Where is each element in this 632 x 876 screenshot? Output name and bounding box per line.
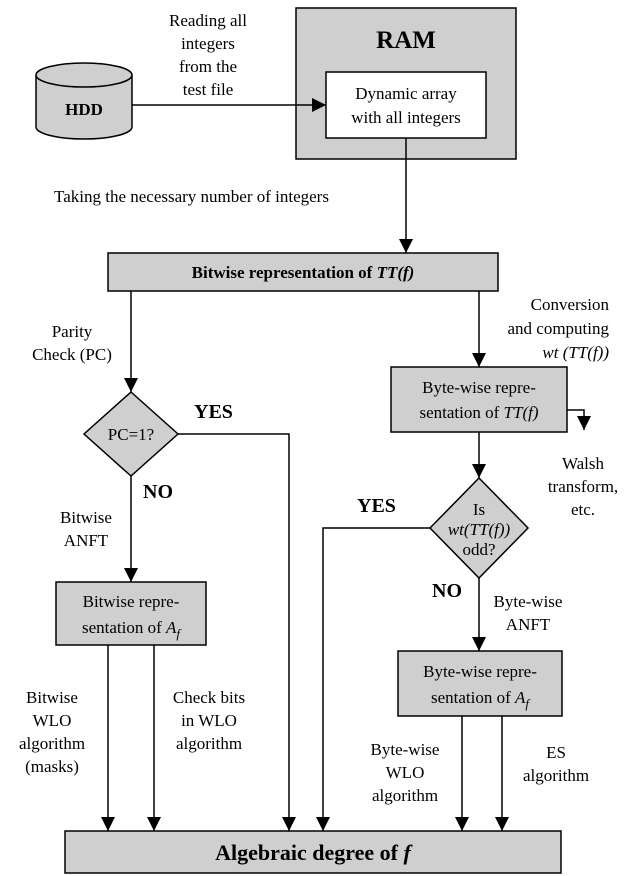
label-yes-left: YES bbox=[194, 401, 233, 423]
dynamic-array-line1: Dynamic array bbox=[355, 84, 457, 103]
is-odd-line1: Is bbox=[473, 500, 485, 519]
hdd-label: HDD bbox=[65, 100, 103, 119]
bitwise-af-line2-sub: f bbox=[176, 626, 182, 641]
bytewise-tt-line2-math: TT(f) bbox=[504, 403, 539, 422]
hdd-top bbox=[35, 62, 133, 88]
label-no-left: NO bbox=[143, 481, 173, 503]
arrow-is-odd-yes bbox=[316, 527, 430, 831]
bytewise-af-line1: Byte-wise repre- bbox=[423, 662, 537, 681]
bitwise-tt-box: Bitwise representation of TT(f) bbox=[107, 252, 499, 292]
bytewise-af-line2: sentation of Af bbox=[431, 688, 531, 711]
hdd-body bbox=[35, 75, 133, 140]
algebraic-degree-math: f bbox=[404, 840, 414, 865]
bitwise-tt-math: TT(f) bbox=[377, 263, 415, 282]
bytewise-tt-line2: sentation of TT(f) bbox=[419, 403, 538, 422]
label-es-algorithm: ES algorithm bbox=[523, 743, 589, 785]
bytewise-af-line2-prefix: sentation of bbox=[431, 688, 515, 707]
label-bitwise-anft: Bitwise ANFT bbox=[60, 508, 112, 550]
label-reading-line3: from the bbox=[179, 57, 237, 76]
bytewise-tt-rect bbox=[390, 366, 568, 433]
is-odd-line3: odd? bbox=[462, 540, 495, 559]
label-taking: Taking the necessary number of integers bbox=[54, 187, 329, 206]
bytewise-af-line2-math: A bbox=[514, 688, 526, 707]
label-check-bits: Check bits in WLO algorithm bbox=[173, 688, 245, 753]
bitwise-af-rect bbox=[55, 581, 207, 646]
label-walsh: Walsh transform, etc. bbox=[548, 454, 618, 519]
label-bytewise-anft-line1: Byte-wise bbox=[494, 592, 563, 611]
label-conversion-line2: and computing bbox=[507, 319, 609, 338]
label-bitwise-wlo-line1: Bitwise bbox=[26, 688, 78, 707]
bitwise-af-line2: sentation of Af bbox=[82, 618, 182, 641]
dynamic-array-line2: with all integers bbox=[351, 108, 461, 127]
bitwise-tt-label: Bitwise representation of TT(f) bbox=[192, 263, 415, 282]
ram-title: RAM bbox=[376, 27, 436, 54]
label-es-line2: algorithm bbox=[523, 766, 589, 785]
label-walsh-line1: Walsh bbox=[562, 454, 605, 473]
bitwise-tt-rect bbox=[107, 252, 499, 292]
label-reading-line1: Reading all bbox=[169, 11, 247, 30]
label-reading: Reading all integers from the test file bbox=[169, 11, 247, 99]
label-bytewise-anft-line2: ANFT bbox=[506, 615, 551, 634]
algebraic-degree-rect bbox=[64, 830, 562, 874]
label-parity-line2: Check (PC) bbox=[32, 345, 112, 364]
label-check-bits-line1: Check bits bbox=[173, 688, 245, 707]
bytewise-af-line2-sub: f bbox=[525, 696, 531, 711]
bitwise-af-line2-prefix: sentation of bbox=[82, 618, 166, 637]
label-bytewise-wlo: Byte-wise WLO algorithm bbox=[371, 740, 440, 805]
label-parity-check: Parity Check (PC) bbox=[32, 322, 112, 364]
label-parity-line1: Parity bbox=[52, 322, 93, 341]
label-conversion-line1: Conversion bbox=[531, 295, 610, 314]
label-reading-line2: integers bbox=[181, 34, 235, 53]
algebraic-degree-prefix: Algebraic degree of bbox=[215, 840, 403, 865]
label-bitwise-wlo-line4: (masks) bbox=[25, 757, 79, 776]
is-odd-line2: wt(TT(f)) bbox=[448, 520, 511, 539]
dynamic-array-rect bbox=[325, 71, 487, 139]
label-bytewise-wlo-line3: algorithm bbox=[372, 786, 438, 805]
label-conversion-line3: wt (TT(f)) bbox=[542, 343, 609, 362]
algebraic-degree-label: Algebraic degree of f bbox=[215, 840, 413, 865]
label-es-line1: ES bbox=[546, 743, 566, 762]
label-bitwise-anft-line1: Bitwise bbox=[60, 508, 112, 527]
pc-decision-diamond: PC=1? bbox=[82, 390, 180, 478]
bytewise-tt-box: Byte-wise repre- sentation of TT(f) bbox=[390, 366, 568, 433]
bitwise-af-line1: Bitwise repre- bbox=[83, 592, 180, 611]
bytewise-af-rect bbox=[397, 650, 563, 717]
arrow-pc-yes bbox=[178, 433, 296, 831]
label-walsh-line2: transform, bbox=[548, 477, 618, 496]
label-bytewise-anft: Byte-wise ANFT bbox=[494, 592, 563, 634]
label-bitwise-wlo: Bitwise WLO algorithm (masks) bbox=[19, 688, 85, 776]
is-odd-decision-diamond: Is wt(TT(f)) odd? bbox=[428, 476, 530, 580]
label-bytewise-wlo-line2: WLO bbox=[386, 763, 425, 782]
label-reading-line4: test file bbox=[183, 80, 234, 99]
arrow-bytewise-tt-to-walsh bbox=[567, 409, 591, 430]
label-conversion: Conversion and computing wt (TT(f)) bbox=[507, 295, 609, 362]
hdd-cylinder: HDD bbox=[35, 62, 133, 140]
dynamic-array-box: Dynamic array with all integers bbox=[325, 71, 487, 139]
label-walsh-line3: etc. bbox=[571, 500, 595, 519]
label-bitwise-wlo-line3: algorithm bbox=[19, 734, 85, 753]
pc-decision-label: PC=1? bbox=[108, 425, 154, 444]
bytewise-tt-line2-prefix: sentation of bbox=[419, 403, 503, 422]
label-no-right: NO bbox=[432, 580, 462, 602]
label-bytewise-wlo-line1: Byte-wise bbox=[371, 740, 440, 759]
label-check-bits-line3: algorithm bbox=[176, 734, 242, 753]
label-bitwise-wlo-line2: WLO bbox=[33, 711, 72, 730]
algebraic-degree-box: Algebraic degree of f bbox=[64, 830, 562, 874]
bitwise-af-line2-math: A bbox=[165, 618, 177, 637]
bitwise-af-box: Bitwise repre- sentation of Af bbox=[55, 581, 207, 646]
label-check-bits-line2: in WLO bbox=[181, 711, 237, 730]
bytewise-af-box: Byte-wise repre- sentation of Af bbox=[397, 650, 563, 717]
bytewise-tt-line1: Byte-wise repre- bbox=[422, 378, 536, 397]
label-bitwise-anft-line2: ANFT bbox=[64, 531, 109, 550]
bitwise-tt-prefix: Bitwise representation of bbox=[192, 263, 377, 282]
label-yes-right: YES bbox=[357, 495, 396, 517]
